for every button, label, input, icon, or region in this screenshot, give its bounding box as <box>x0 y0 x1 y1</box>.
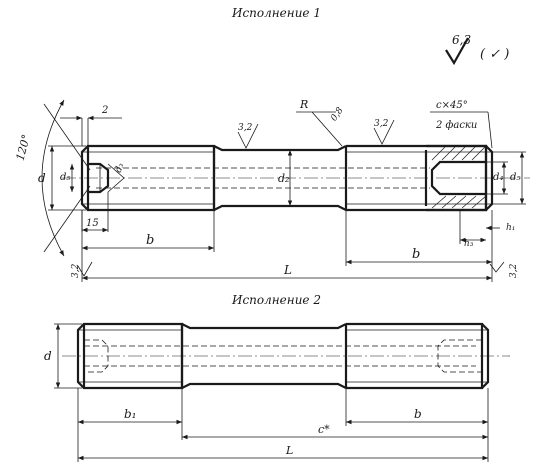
svg-text:b: b <box>146 233 154 248</box>
svg-text:h₃: h₃ <box>464 239 474 249</box>
svg-text:h₁: h₁ <box>506 223 515 233</box>
roughness-end-left: 3,2 <box>71 261 93 278</box>
svg-text:b₁: b₁ <box>124 407 137 421</box>
chamfer-callout: c×45° 2 фаски <box>430 100 493 149</box>
roughness-end-right: 3,2 <box>489 261 519 278</box>
svg-text:b: b <box>412 247 420 262</box>
svg-text:15: 15 <box>86 218 99 229</box>
dim-d-v2: d <box>44 323 82 389</box>
svg-text:0,8: 0,8 <box>329 106 346 124</box>
dim-c-star: c* <box>182 423 488 440</box>
dim-15: 15 <box>81 192 109 233</box>
svg-text:b: b <box>414 407 422 421</box>
dim-2: 2 <box>60 105 122 146</box>
right-section-hatched <box>424 144 488 212</box>
svg-text:R: R <box>299 98 308 111</box>
svg-text:d₅: d₅ <box>60 172 70 183</box>
svg-text:c*: c* <box>318 423 330 436</box>
dim-b1-v2: b₁ <box>77 388 183 462</box>
svg-text:3,2: 3,2 <box>238 123 253 133</box>
angle-label: 120° <box>14 133 33 162</box>
variant2-title: Исполнение 2 <box>231 293 321 307</box>
dim-d4-right: d₄ <box>486 161 508 195</box>
surface-roughness-symbol: 6,3 ( ✓ ) <box>445 33 509 66</box>
svg-text:d₄: d₄ <box>493 172 503 183</box>
dim-h3: h₃ <box>459 210 486 249</box>
dim-d5-right: d₅ <box>492 151 526 205</box>
svg-text:d₂: d₂ <box>278 172 289 185</box>
svg-text:d₅: d₅ <box>510 172 520 183</box>
svg-text:L: L <box>285 444 293 457</box>
dim-b-right: b <box>345 210 492 266</box>
dim-d-v1: d <box>38 145 86 211</box>
svg-text:2: 2 <box>101 105 108 116</box>
dim-h1: h₁ <box>486 223 515 233</box>
roughness-value: 6,3 <box>452 33 471 47</box>
variant1-title: Исполнение 1 <box>231 6 321 20</box>
dim-d5-left: d₅ <box>60 164 75 192</box>
dim-d3-label: d₃ <box>114 162 127 175</box>
dim-L-v1: L <box>81 210 493 282</box>
roughness-a: 3,2 <box>237 123 259 149</box>
dim-d-label: d <box>38 171 46 185</box>
radius-leader: R 0,8 <box>296 98 346 147</box>
svg-text:L: L <box>283 263 292 277</box>
svg-text:2 фаски: 2 фаски <box>435 120 477 131</box>
svg-text:3,2: 3,2 <box>509 263 519 278</box>
svg-text:3,2: 3,2 <box>71 263 81 278</box>
dim-b-left: b <box>82 210 215 252</box>
svg-text:3,2: 3,2 <box>374 119 389 129</box>
dim-L-v2: L <box>78 444 488 461</box>
left-center-hole <box>88 162 125 194</box>
svg-text:d: d <box>44 349 52 363</box>
dim-b-v2: b <box>345 388 489 462</box>
roughness-paren: ( ✓ ) <box>480 47 509 62</box>
roughness-b: 3,2 <box>373 119 395 145</box>
svg-text:c×45°: c×45° <box>436 100 468 111</box>
dim-d2: d₂ <box>278 150 293 206</box>
